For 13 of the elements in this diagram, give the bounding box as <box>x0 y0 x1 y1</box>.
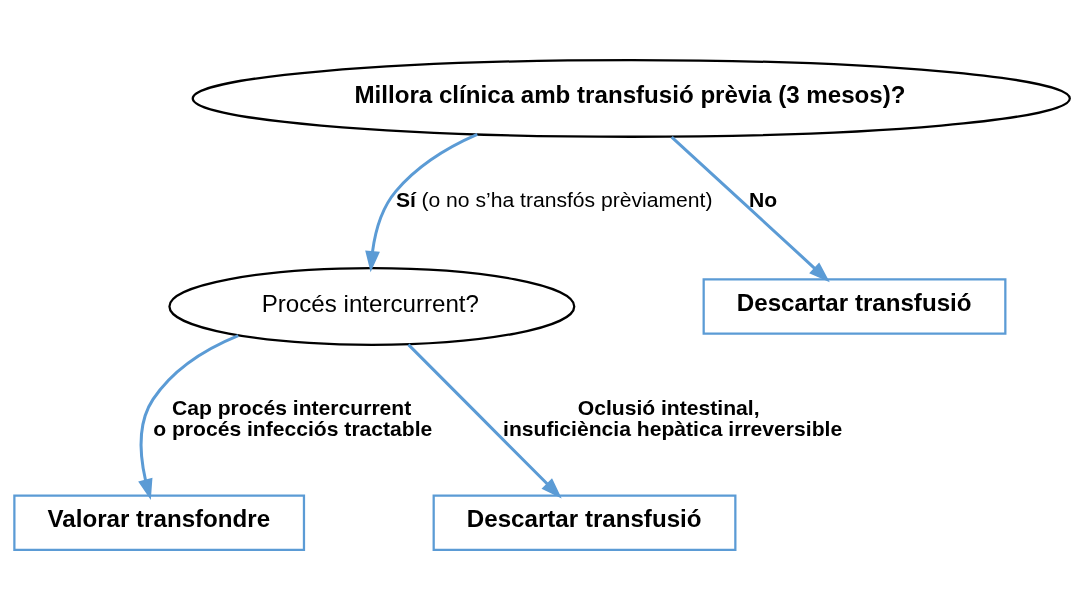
edge-label: No <box>748 187 778 211</box>
arrow <box>365 132 478 272</box>
edge-label: Sí (o no s’ha transfós prèviament) <box>395 187 713 211</box>
arrow <box>407 343 562 498</box>
edge-label: Cap procés intercurrent o procés infecciós tractable <box>153 395 433 440</box>
edge-label: Oclusió intestinal, insuficiència hepàtica irreversible <box>503 395 843 440</box>
node-box: Descartar transfusió <box>702 277 1007 335</box>
node-ellipse: Millora clínica amb transfusió prèvia (3 mesos)? <box>191 58 1071 138</box>
arrow <box>670 135 830 282</box>
arrow <box>138 333 239 500</box>
node-box: Valorar transfondre <box>13 494 306 551</box>
node-ellipse: Procés intercurrent? <box>168 266 576 346</box>
node-box: Descartar transfusió <box>432 494 737 551</box>
